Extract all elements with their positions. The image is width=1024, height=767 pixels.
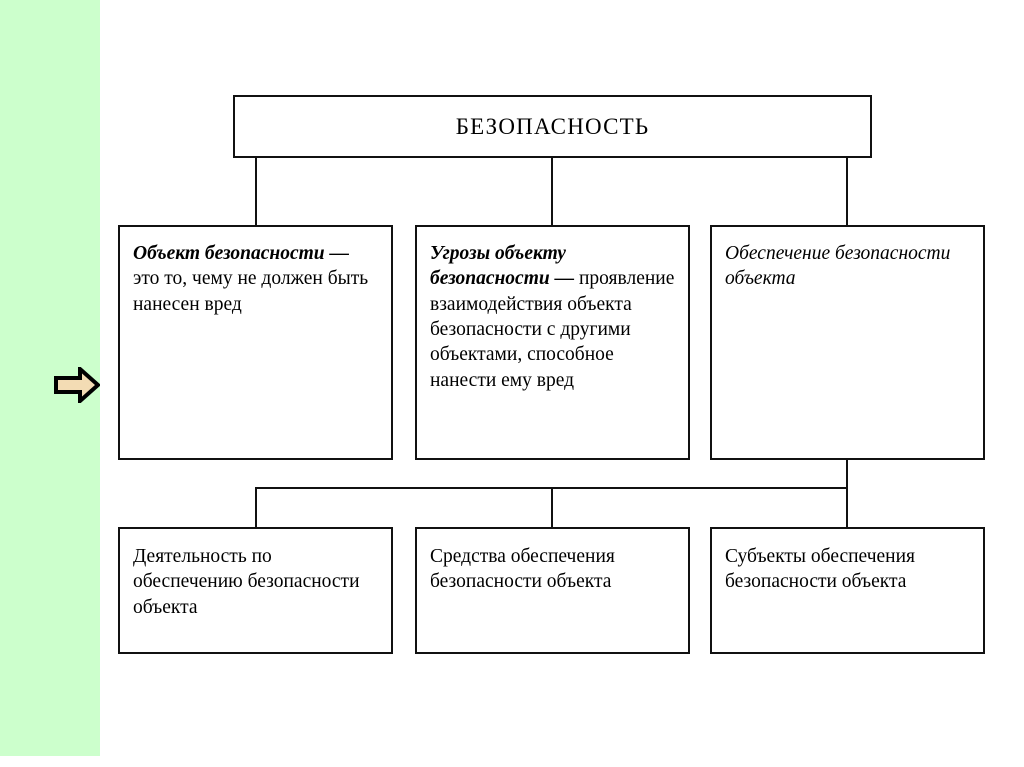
connector-root-to-assurance bbox=[846, 158, 848, 225]
node-security-object-term: Объект безопасности — bbox=[133, 243, 350, 264]
connector-root-to-object bbox=[255, 158, 257, 225]
node-assurance-subjects-label: Субъекты обеспечения безопасности объект… bbox=[725, 546, 916, 593]
connector-root-to-threats bbox=[551, 158, 553, 225]
node-security-threats[interactable]: Угрозы объекту безопасности — проявление… bbox=[415, 225, 690, 460]
node-security-threats-label: Угрозы объекту безопасности — проявление… bbox=[430, 241, 675, 393]
node-security-root-label: БЕЗОПАСНОСТЬ bbox=[455, 113, 650, 139]
right-pointing-arrow-icon bbox=[54, 367, 100, 403]
connector-bus-to-means bbox=[551, 487, 553, 527]
node-security-object-label: Объект безопасности — это то, чему не до… bbox=[133, 241, 378, 317]
node-security-object[interactable]: Объект безопасности — это то, чему не до… bbox=[118, 225, 393, 460]
node-assurance-means-label: Средства обеспечения безопасности объект… bbox=[430, 546, 615, 593]
connector-bus-to-subjects bbox=[846, 487, 848, 527]
node-assurance-activity[interactable]: Деятельность по обеспечению безопасности… bbox=[118, 527, 393, 654]
node-security-assurance-label: Обеспечение безопасности объекта bbox=[725, 241, 970, 292]
connector-assurance-down bbox=[846, 460, 848, 488]
node-assurance-subjects[interactable]: Субъекты обеспечения безопасности объект… bbox=[710, 527, 985, 654]
node-security-assurance-term: Обеспечение безопасности объекта bbox=[725, 243, 951, 290]
node-security-root[interactable]: БЕЗОПАСНОСТЬ bbox=[233, 95, 872, 158]
node-security-threats-term: Угрозы объекту безопасности — bbox=[430, 243, 575, 290]
node-assurance-activity-label: Деятельность по обеспечению безопасности… bbox=[133, 546, 360, 618]
node-assurance-means[interactable]: Средства обеспечения безопасности объект… bbox=[415, 527, 690, 654]
node-security-threats-definition: проявление взаимодействия объекта безопа… bbox=[430, 268, 675, 391]
node-security-assurance[interactable]: Обеспечение безопасности объекта bbox=[710, 225, 985, 460]
connector-bus-to-activity bbox=[255, 487, 257, 527]
node-security-object-definition: это то, чему не должен быть нанесен вред bbox=[133, 268, 369, 315]
